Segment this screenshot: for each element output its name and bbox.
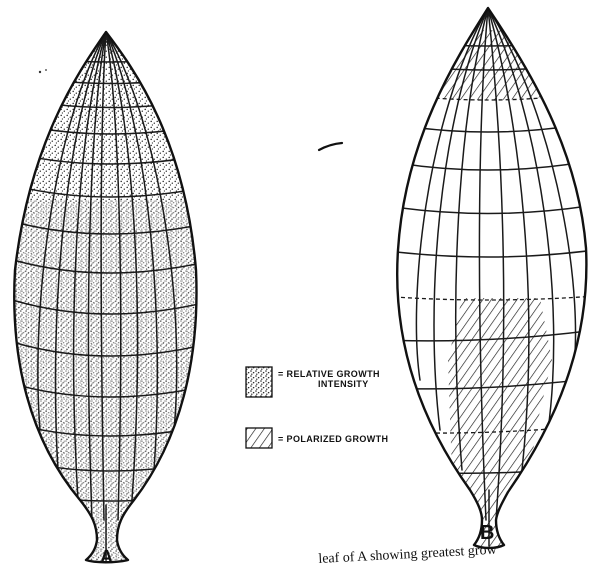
legend-label-polarized-growth: = POLARIZED GROWTH <box>278 434 388 444</box>
leaf-b <box>380 0 595 569</box>
legend-swatch-hatch <box>246 428 272 448</box>
stray-dash-mark <box>319 143 342 150</box>
legend <box>246 367 272 448</box>
leaf-b-hatched-apex <box>400 30 580 100</box>
legend-swatch-stipple <box>246 367 272 397</box>
stray-dot <box>39 71 41 73</box>
stray-dot <box>45 69 47 71</box>
leaf-a <box>0 0 230 569</box>
legend-label-relative-growth-line2: INTENSITY <box>278 379 380 389</box>
legend-label-relative-growth: = RELATIVE GROWTH INTENSITY <box>278 369 380 390</box>
figure-label-b: B <box>480 523 494 543</box>
legend-label-relative-growth-line1: = RELATIVE GROWTH <box>278 369 380 379</box>
figure-label-a: A <box>100 548 113 566</box>
